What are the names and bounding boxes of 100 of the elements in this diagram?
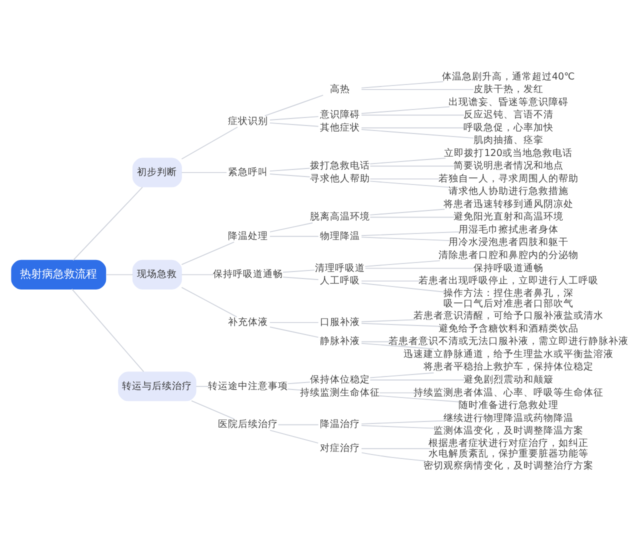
connector — [370, 208, 446, 216]
connector — [370, 372, 434, 378]
node-text: 物理降温 — [320, 230, 360, 242]
node-text: 根据患者症状进行对症治疗，如纠正水电解质紊乱，保护重要脏器功能等 — [428, 438, 588, 460]
connector — [361, 106, 450, 114]
node-box: 热射病急救流程 — [11, 260, 106, 290]
node-text: 清理呼吸道 — [314, 262, 365, 274]
node-text: 人工呼吸 — [320, 276, 360, 287]
connector — [282, 276, 319, 280]
connector — [270, 430, 319, 444]
connector — [361, 322, 440, 327]
node-text: 高热 — [330, 84, 350, 96]
connector — [361, 236, 450, 242]
node-text: 降温处理 — [228, 230, 268, 242]
node-text: 对症治疗 — [320, 443, 360, 454]
node-text: 继续进行物理降温或药物降温 — [443, 412, 574, 424]
node-box: 初步判断 — [132, 158, 182, 188]
connector — [71, 288, 144, 372]
node-text: 意识障碍 — [320, 110, 360, 121]
node-text: 持续监测患者体温、心率、呼吸等生命体征 — [413, 387, 604, 398]
connector — [191, 400, 235, 420]
node-text: 用冷水浸泡患者四肢和躯干 — [448, 237, 568, 248]
connector — [361, 81, 444, 88]
node-text: 持续监测生命体征 — [300, 387, 380, 398]
node-text: 避免剧烈震动和颠簸 — [463, 374, 554, 386]
node-text: 脱离高温环境 — [310, 212, 370, 223]
connector — [269, 322, 319, 324]
connector — [361, 127, 464, 128]
connector — [361, 282, 446, 292]
connector — [269, 116, 319, 120]
connector — [287, 388, 301, 391]
node-text: 降温治疗 — [320, 419, 360, 430]
connector — [181, 286, 238, 318]
node-text: 迅速建立静脉通道，给予生理盐水或平衡盐溶液 — [403, 348, 614, 360]
node-text: 症状识别 — [228, 116, 268, 127]
connector — [361, 425, 436, 429]
connector — [269, 326, 319, 338]
node-text: 其他症状 — [320, 122, 360, 134]
node-box: 转运与后续治疗 — [118, 372, 196, 402]
node-text: 寻求他人帮助 — [310, 173, 370, 184]
node-text: 监测体温变化，及时调整降温方案 — [433, 426, 584, 437]
connector — [181, 274, 214, 276]
connector — [269, 222, 313, 232]
node-text: 静脉补液 — [320, 336, 360, 348]
connector — [361, 420, 446, 424]
node-text: 若独自一人，寻求周围人的帮助 — [438, 173, 578, 184]
node-text: 医院后续治疗 — [218, 419, 278, 430]
connector — [361, 448, 431, 450]
connector — [370, 166, 455, 167]
node-text: 将患者迅速转移到通风阴凉处 — [443, 198, 574, 210]
connector — [361, 341, 392, 342]
node-text: 保持呼吸道通畅 — [473, 262, 544, 274]
connector — [370, 380, 464, 381]
node-text: 清除患者口腔和鼻腔内的分泌物 — [438, 250, 578, 262]
connector — [370, 158, 446, 164]
node-text: 口服补液 — [320, 317, 360, 328]
node-text: 简要说明患者情况和地点 — [453, 160, 564, 172]
connector — [361, 89, 474, 90]
node-text: 若患者出现呼吸停止，立即进行人工呼吸 — [418, 276, 598, 287]
node-text: 用湿毛巾擦拭患者身体 — [458, 224, 558, 236]
node-box: 现场急救 — [132, 260, 182, 290]
connector — [370, 216, 455, 218]
connector — [364, 260, 440, 267]
node-text: 若患者意识清醒，可给予口服补液盐或清水 — [413, 310, 604, 322]
node-text: 转运途中注意事项 — [208, 380, 288, 392]
connector — [269, 174, 310, 178]
node-text: 将患者平稳抬上救护车，保持体位稳定 — [423, 362, 594, 373]
node-text: 补充体液 — [228, 317, 268, 328]
connector — [264, 94, 324, 116]
connector — [269, 236, 319, 237]
connector — [181, 242, 235, 265]
connector — [181, 126, 238, 160]
connector — [379, 392, 417, 394]
connector — [370, 178, 440, 180]
node-text: 请求他人协助进行急救措施 — [448, 186, 568, 198]
node-text: 反应迟钝、言语不清 — [463, 110, 554, 121]
connector — [282, 270, 316, 273]
node-text: 拨打急救电话 — [310, 160, 370, 172]
node-text: 避免阳光直射和高温环境 — [453, 212, 564, 223]
node-text: 保持呼吸道通畅 — [213, 269, 284, 280]
connector — [379, 395, 460, 402]
connector — [361, 319, 416, 322]
connector — [269, 168, 310, 172]
node-text: 立即拨打120或当地急救电话 — [444, 148, 572, 159]
connector — [361, 280, 422, 282]
connector — [361, 129, 474, 139]
connector — [287, 382, 310, 384]
node-text: 出现谵妄、昏迷等意识障碍 — [448, 96, 568, 108]
node-text: 皮肤干热，发红 — [473, 84, 544, 96]
connector — [105, 274, 134, 276]
node-text: 体温急剧升高，通常超过40℃ — [442, 71, 575, 82]
connector — [361, 452, 426, 462]
connector — [269, 122, 319, 127]
node-text: 肌肉抽搐、痉挛 — [473, 135, 544, 146]
connector — [361, 342, 434, 350]
connector — [361, 114, 464, 116]
connector — [364, 268, 474, 269]
connector — [370, 180, 450, 188]
node-text: 保持体位稳定 — [310, 374, 370, 386]
node-text: 若患者意识不清或无法口服补液，需立即进行静脉补液 — [388, 336, 628, 348]
